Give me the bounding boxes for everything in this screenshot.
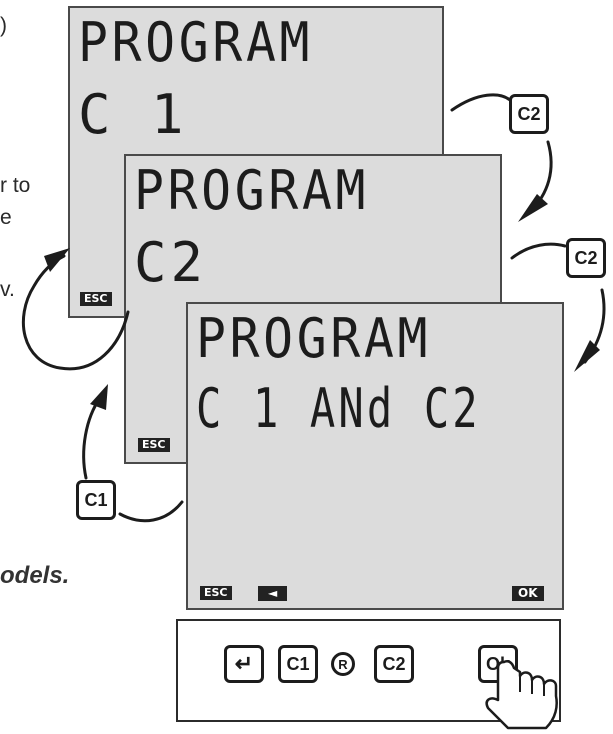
c2-keypad-button[interactable]: C2 xyxy=(374,645,414,683)
c1-button-left[interactable]: C1 xyxy=(76,480,116,520)
registered-mark: R xyxy=(331,652,355,676)
enter-button[interactable]: ↵ xyxy=(224,645,264,683)
text-fragment-2: r to xyxy=(0,174,31,197)
loop-arrow-path xyxy=(21,254,130,371)
c1-keypad-button[interactable]: C1 xyxy=(278,645,318,683)
screen-1-line-1: PROGRAM xyxy=(78,11,314,74)
screen-3-line-1: PROGRAM xyxy=(196,307,432,370)
c1-arrowhead xyxy=(90,384,108,410)
c2-top-arrowhead xyxy=(518,194,548,222)
screen-2-esc-label: ESC xyxy=(138,438,170,452)
screen-2-line-1: PROGRAM xyxy=(134,159,370,222)
screen-3-ok-label: OK xyxy=(512,586,544,601)
loop-arrowhead xyxy=(44,248,70,272)
text-fragment-3: e xyxy=(0,206,12,229)
c2-button-mid[interactable]: C2 xyxy=(566,238,606,278)
screen-1-line-2: C 1 xyxy=(78,83,188,146)
lcd-screen-c1-and-c2: PROGRAM C 1 ANd C2 ESC ◄ OK xyxy=(186,302,564,610)
text-fragment-5: odels. xyxy=(0,562,70,589)
screen-3-line-2: C 1 ANd C2 xyxy=(196,377,481,440)
text-fragment-1: ) xyxy=(0,14,7,37)
screen-2-line-2: C2 xyxy=(134,231,208,294)
screen-3-esc-label: ESC xyxy=(200,586,232,600)
c2-mid-arrowhead xyxy=(574,340,600,372)
c2-button-top[interactable]: C2 xyxy=(509,94,549,134)
c1-arrow-to-screen xyxy=(118,500,184,523)
screen-1-esc-label: ESC xyxy=(80,292,112,306)
text-fragment-4: v. xyxy=(0,278,15,301)
c2-mid-arrow-path xyxy=(510,242,567,260)
screen-3-back-label: ◄ xyxy=(258,586,288,601)
c2-top-arrow-path xyxy=(450,93,512,112)
